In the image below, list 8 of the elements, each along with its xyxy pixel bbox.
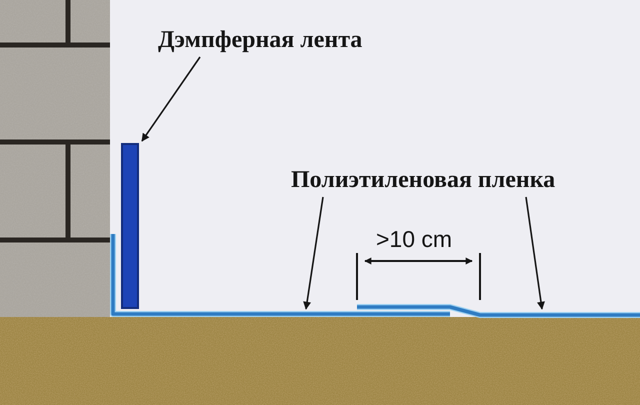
callout-label: Дэмпферная лента xyxy=(158,26,370,54)
callout-label: Полиэтиленовая пленка xyxy=(291,166,567,194)
leader-arrow xyxy=(141,56,201,142)
dimension-label: >10 cm xyxy=(376,227,452,251)
damper-tape xyxy=(121,143,139,309)
leader-arrow xyxy=(303,196,324,310)
leader-arrow xyxy=(525,196,545,310)
film-sheet xyxy=(354,302,640,319)
